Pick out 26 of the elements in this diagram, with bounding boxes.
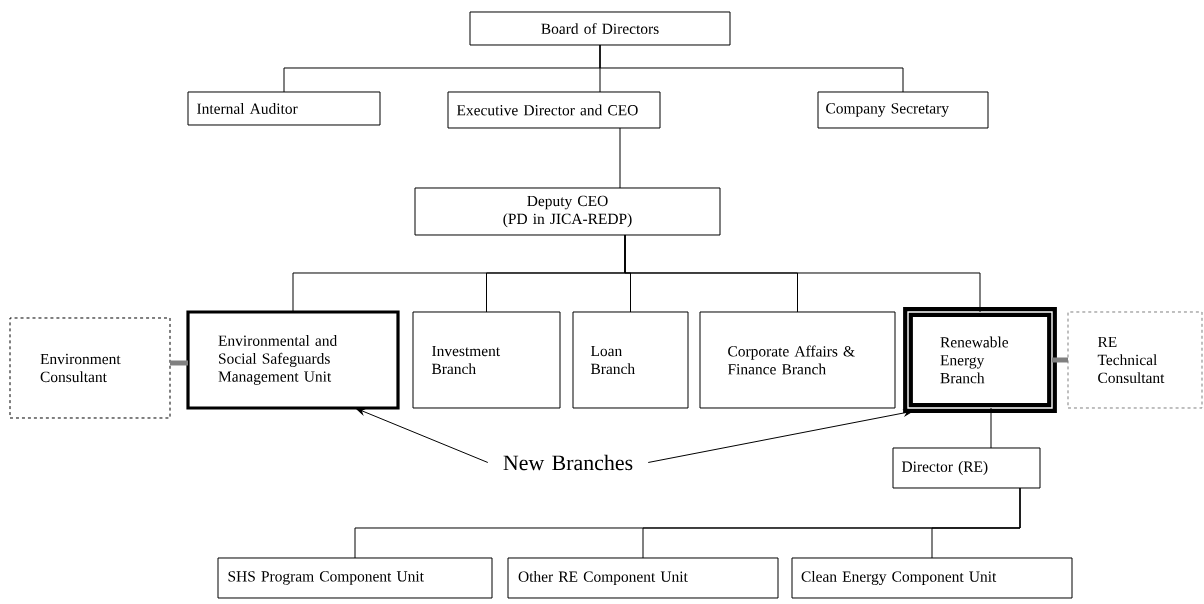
arrow: [355, 408, 489, 463]
connector-line: [624, 234, 981, 313]
position-box: Company Secretary: [817, 91, 989, 129]
position-box: Board of Directors: [469, 11, 731, 46]
connector-line: [599, 44, 904, 93]
position-box: Director (RE): [892, 447, 1041, 489]
branch-box: Loan Branch: [572, 311, 689, 409]
unit-box: Clean Energy Component Unit: [791, 557, 1073, 599]
unit-box: Other RE Component Unit: [507, 557, 779, 599]
branch-box: Environmental and Social Safeguards Management Unit: [186, 310, 400, 410]
callout-text: New Branches: [503, 454, 633, 471]
branch-box: Renewable Energy Branch: [903, 307, 1057, 413]
connector-line: [1052, 357, 1068, 363]
consultant-box: Environment Consultant: [9, 317, 171, 419]
position-box: Internal Auditor: [187, 91, 381, 126]
connector-line: [990, 407, 992, 449]
position-box: Executive Director and CEO: [447, 91, 661, 129]
connector-line: [619, 127, 621, 189]
branch-box: Investment Branch: [412, 311, 561, 409]
arrow: [647, 409, 914, 463]
unit-box: SHS Program Component Unit: [217, 557, 493, 599]
branch-box: Corporate Affairs & Finance Branch: [699, 311, 896, 409]
position-box: Deputy CEO (PD in JICA-REDP): [414, 187, 721, 236]
connector-line: [170, 360, 188, 366]
consultant-box: RE Technical Consultant: [1067, 311, 1203, 409]
connector-line: [931, 487, 1021, 559]
